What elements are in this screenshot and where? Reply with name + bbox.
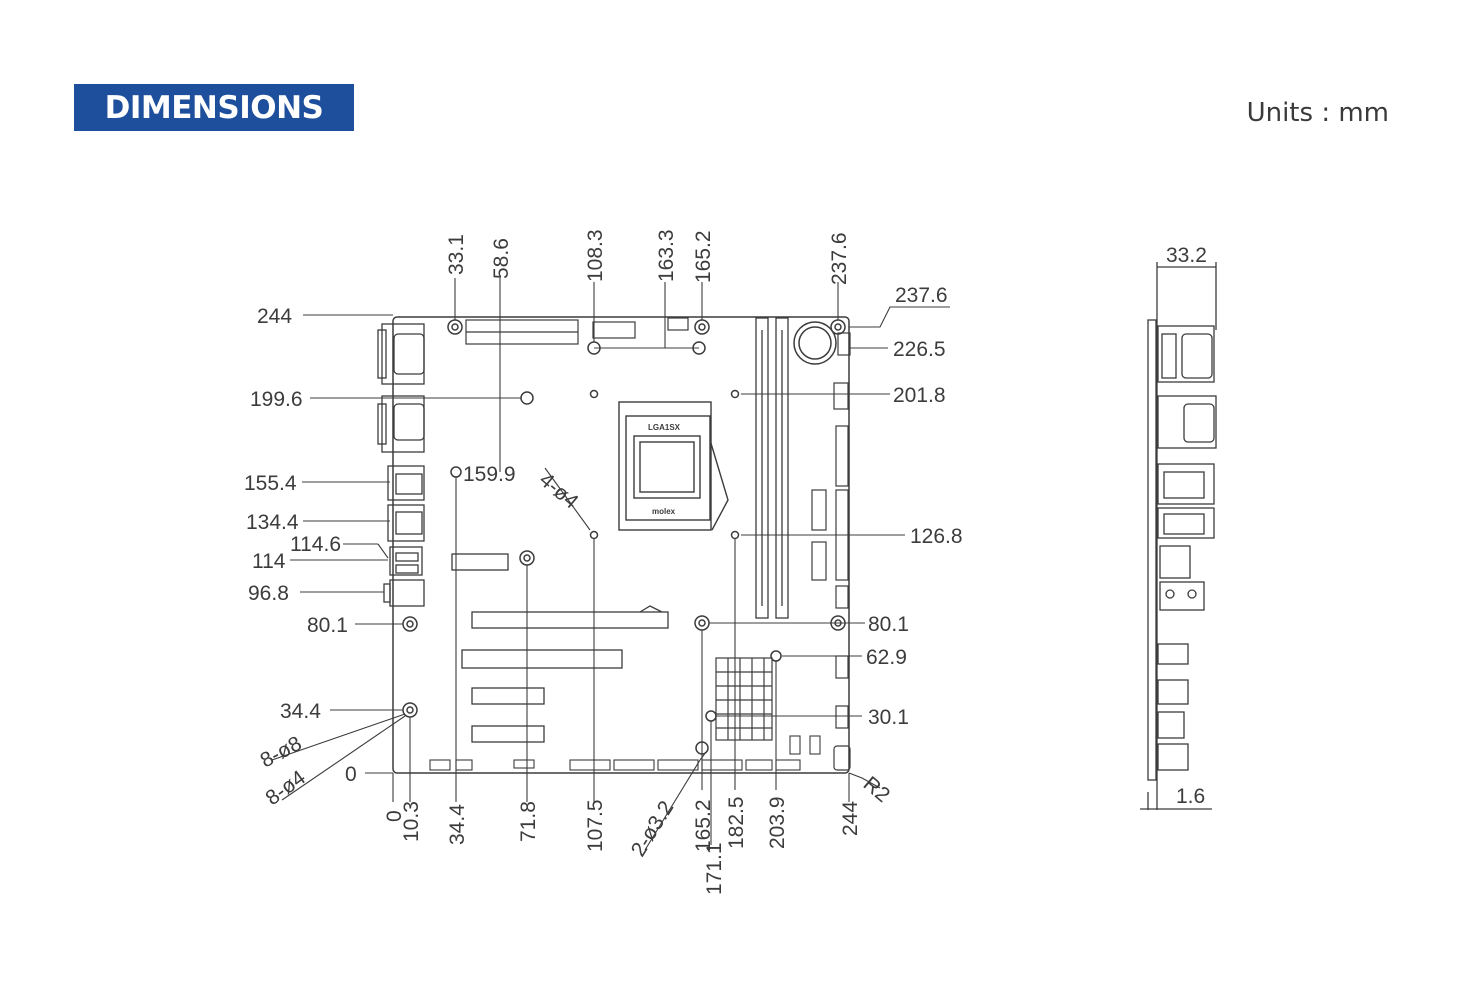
hole-callout-8-o8: 8-ø8 [257, 732, 306, 773]
dim-left-96-8: 96.8 [248, 582, 289, 605]
dim-left-244: 244 [257, 305, 292, 328]
dim-right-62-9: 62.9 [866, 646, 907, 669]
dim-top-165-2: 165.2 [692, 230, 715, 283]
dim-bottom-171-1: 171.1 [703, 842, 726, 895]
expansion-slots [451, 553, 669, 743]
atx-power-connector [465, 319, 579, 345]
corner-radius-label: R2 [859, 772, 894, 807]
dim-right-237-6: 237.6 [895, 284, 948, 307]
right-edge-headers [811, 332, 851, 771]
socket-label: LGA1SX [648, 423, 681, 432]
dim-bottom-244: 244 [839, 801, 862, 836]
dim-top-58-6: 58.6 [490, 238, 513, 279]
dim-bottom-71-8: 71.8 [517, 801, 540, 842]
dim-side-height: 33.2 [1166, 244, 1207, 267]
bottom-headers [429, 735, 821, 771]
dim-side-thickness: 1.6 [1176, 785, 1205, 808]
dim-left-34-4: 34.4 [280, 700, 321, 723]
dim-right-30-1: 30.1 [868, 706, 909, 729]
cmos-battery [793, 321, 837, 365]
hole-callout-8-o4: 8-ø4 [261, 766, 310, 810]
dim-left-114-6: 114.6 [290, 533, 341, 556]
dim-top-237-6: 237.6 [828, 232, 851, 285]
dim-right-80-1: 80.1 [868, 613, 909, 636]
dim-right-201-8: 201.8 [893, 384, 946, 407]
dim-left-80-1: 80.1 [307, 614, 348, 637]
dimension-lines [271, 278, 950, 851]
cpu-power-connector [592, 317, 689, 339]
cpu-socket [618, 401, 729, 531]
rear-io-connectors [377, 323, 425, 607]
dim-bottom-182-5: 182.5 [725, 796, 748, 849]
mounting-holes [402, 319, 846, 755]
hole-callout-2-o3-2: 2-ø3.2 [627, 797, 679, 861]
dim-bottom-203-9: 203.9 [766, 796, 789, 849]
units-label: Units : mm [1246, 98, 1389, 128]
dim-top-108-3: 108.3 [584, 229, 607, 282]
chipset-heatsink [715, 657, 773, 741]
dim-bottom-0: 0 [383, 810, 406, 822]
dim-inner-159-9: 159.9 [463, 463, 516, 486]
section-title: DIMENSIONS [74, 84, 354, 131]
dim-left-0: 0 [345, 763, 357, 786]
dim-top-163-3: 163.3 [655, 229, 678, 282]
dim-bottom-165-2: 165.2 [692, 799, 715, 852]
dimm-slots [755, 317, 789, 619]
dim-bottom-34-4: 34.4 [446, 804, 469, 845]
dim-bottom-107-5: 107.5 [584, 799, 607, 852]
board-outline [392, 316, 850, 774]
dim-left-155-4: 155.4 [244, 472, 297, 495]
dim-top-33-1: 33.1 [445, 234, 468, 275]
dim-left-134-4: 134.4 [246, 511, 299, 534]
socket-brand: molex [652, 507, 676, 516]
dim-right-226-5: 226.5 [893, 338, 946, 361]
dim-left-199-6: 199.6 [250, 388, 303, 411]
hole-callout-4-o4: 4-ø4 [535, 468, 583, 514]
side-view-outline [1140, 262, 1217, 810]
dim-bottom-10-3: 10.3 [400, 801, 423, 842]
dim-left-114: 114 [252, 550, 286, 573]
dim-right-126-8: 126.8 [910, 525, 963, 548]
